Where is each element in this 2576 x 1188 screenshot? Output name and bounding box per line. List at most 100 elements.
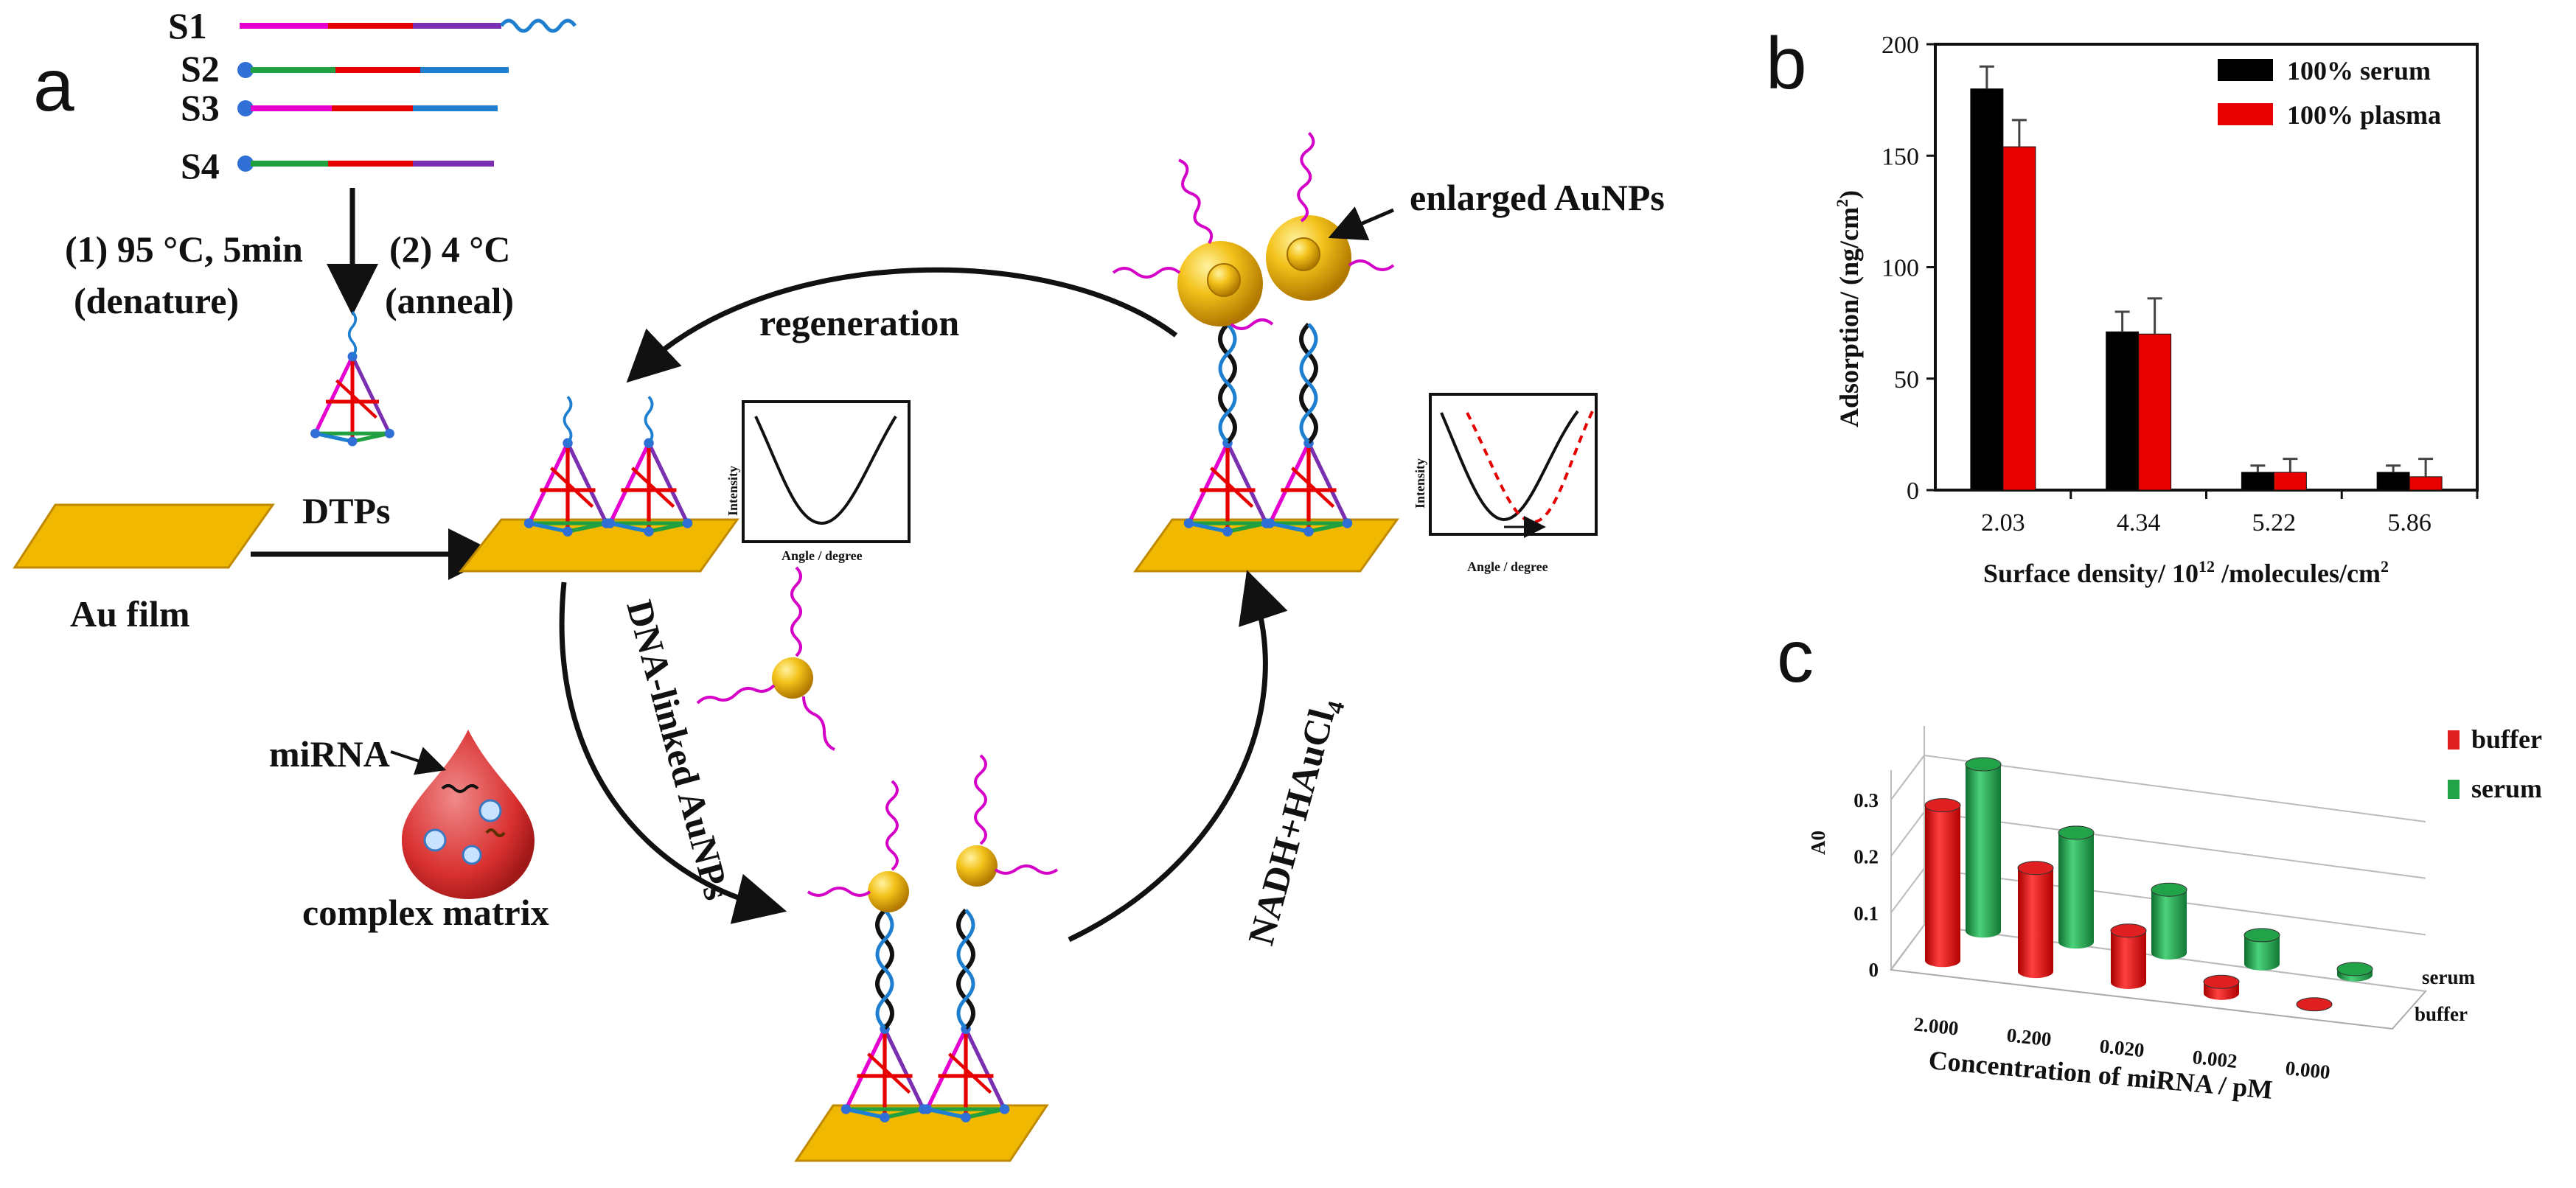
chart-b-legend-label: 100% serum [2287,56,2431,85]
strand-s3: S3 [181,87,498,128]
chart-c-ytick-label: 0 [1869,959,1879,981]
chart-c-cylinder-base [2018,965,2053,979]
chart-b-legend-label: 100% plasma [2287,100,2441,130]
chart-c-xtick-label: 0.002 [2191,1046,2238,1072]
chart-b-bar [2273,472,2307,491]
chart-c-cylinder-top [2110,923,2147,938]
free-aunp [696,566,835,751]
chart-b-bar [2106,331,2140,491]
chart-b-ylabel: Adsorption/ (ng/cm2) [1833,190,1864,427]
chart-c-cylinder-top [2017,861,2054,876]
panel-b-letter: b [1766,22,1807,105]
hybridized-chip [794,754,1059,1162]
enlarged-pointer [1328,206,1394,241]
chart-b-legend-swatch [2218,59,2273,81]
chart-c-legend-swatch [2448,780,2460,799]
mirna-label: miRNA [269,733,390,775]
chart-b-xtick-label: 5.86 [2387,509,2431,537]
chart-b-bar [2241,472,2274,491]
chart-c-gridline [1924,755,2426,822]
chart-c-xtick-label: 2.000 [1912,1013,1960,1039]
chart-b-xlabel-sup: 12 [2199,557,2215,576]
chart-b-bar [2376,472,2410,491]
chart-c-cylinder-base [2204,986,2239,1000]
chart-c-cylinder-top [2203,974,2240,989]
dtp-chip [458,395,739,573]
panel-c-letter: c [1777,615,1814,698]
chart-b-xtick-label: 4.34 [2117,509,2161,537]
chart-b-xlabel-main: Surface density/ 10 [1983,559,2199,588]
step1-label: (1) 95 °C, 5min [65,228,303,270]
chart-c-cylinder-body [2111,930,2146,982]
chart-c-cylinder-top [2336,962,2373,976]
dtps-label: DTPs [302,490,390,531]
chart-b-bar [2138,333,2172,491]
chart-b-xlabel-end: /molecules/cm [2215,559,2381,588]
step2-label: (2) 4 °C [389,228,510,270]
chart-c-gridline [1924,811,2426,879]
chart-c-cylinder-top [2243,928,2280,943]
chart-b-bar [1970,88,2004,491]
chart-c-cylinder-base [2111,975,2146,989]
chart-b-bar [2002,146,2036,491]
chart-c-depth-serum: serum [2422,966,2475,988]
strand-s4-label: S4 [181,145,220,186]
chart-b-ytick-label: 150 [1881,143,1919,170]
step1-sub-label: (denature) [74,280,239,321]
chart-b-ylabel-main: Adsorption/ (ng/cm [1834,207,1864,427]
chart-b-ytick-label: 100 [1881,255,1919,282]
chart-c-xtick-label: 0.200 [2005,1024,2053,1050]
chart-c-ytick-label: 0.3 [1853,789,1879,811]
spr-inset-1: Intensity Angle / degree [725,400,911,563]
au-film-label: Au film [70,593,190,635]
chart-b-ytick-label: 50 [1894,366,1919,394]
nadh-arrow [1068,570,1288,943]
chart-c-cylinder-body [1966,764,2001,932]
chart-c-ytick-label: 0.2 [1853,846,1879,868]
chart-c-cylinder-base [2058,935,2094,949]
spr-inset-2: Intensity Angle / degree [1413,393,1598,574]
chart-c-cylinder-top [2058,825,2095,840]
chart-c-cylinder-base [1925,954,1960,968]
chart-c-cylinder-body [2058,832,2094,943]
chart-c-legend-label: serum [2471,774,2542,803]
chart-c-depth-buffer: buffer [2415,1003,2468,1025]
dna-linked-arrow [559,581,787,924]
chart-c-ytick-label: 0.1 [1853,902,1879,924]
strand-s1-label: S1 [168,5,207,46]
step2-sub-label: (anneal) [385,280,514,321]
complex-matrix-label: complex matrix [302,892,549,933]
chart-b-xtick-label: 5.22 [2252,509,2297,537]
chart-c-cylinder-top [2151,882,2187,897]
regeneration-label: regeneration [759,302,959,343]
chart-c-xtick-label: 0.000 [2284,1057,2331,1083]
chart-c-cylinder-top [1965,757,2002,772]
chart-b-xlabel-sup2: 2 [2381,557,2389,576]
enlarged-aunps-chip [1112,130,1399,573]
regeneration-arrow [626,267,1178,383]
chart-b-ylabel-sup: 2 [1833,199,1851,207]
chart-c-cylinder-top [2296,997,2333,1012]
chart-c-legend-swatch [2448,730,2460,750]
chart-c-cylinder-body [2151,890,2187,953]
chart-c-cylinder-base [1966,924,2001,938]
chart-c-gridline-side [1890,924,1925,970]
strand-s1: S1 [168,5,577,46]
dtp-tetrahedron [310,310,394,446]
mirna-pointer [390,747,447,775]
chart-b-ytick-label: 0 [1907,478,1919,505]
chart-c-ylabel: A0 [1807,831,1829,855]
chart-c-gridline-side [1890,811,1925,857]
chart-c-cylinder-base [2244,957,2280,971]
au-film [13,503,275,569]
chart-c-cylinder-body [2018,867,2053,972]
chart-c-legend-label: buffer [2471,724,2542,754]
dna-linked-label: DNA-linked AuNPs [619,595,738,904]
chart-c-xtick-label: 0.020 [2098,1035,2145,1061]
panel-a-letter: a [33,44,74,127]
chart-c-cylinder-body [1925,805,1960,961]
inset-1-ylabel: Intensity [725,466,740,516]
strand-s2-label: S2 [181,48,220,89]
inset-1-xlabel: Angle / degree [781,548,863,563]
